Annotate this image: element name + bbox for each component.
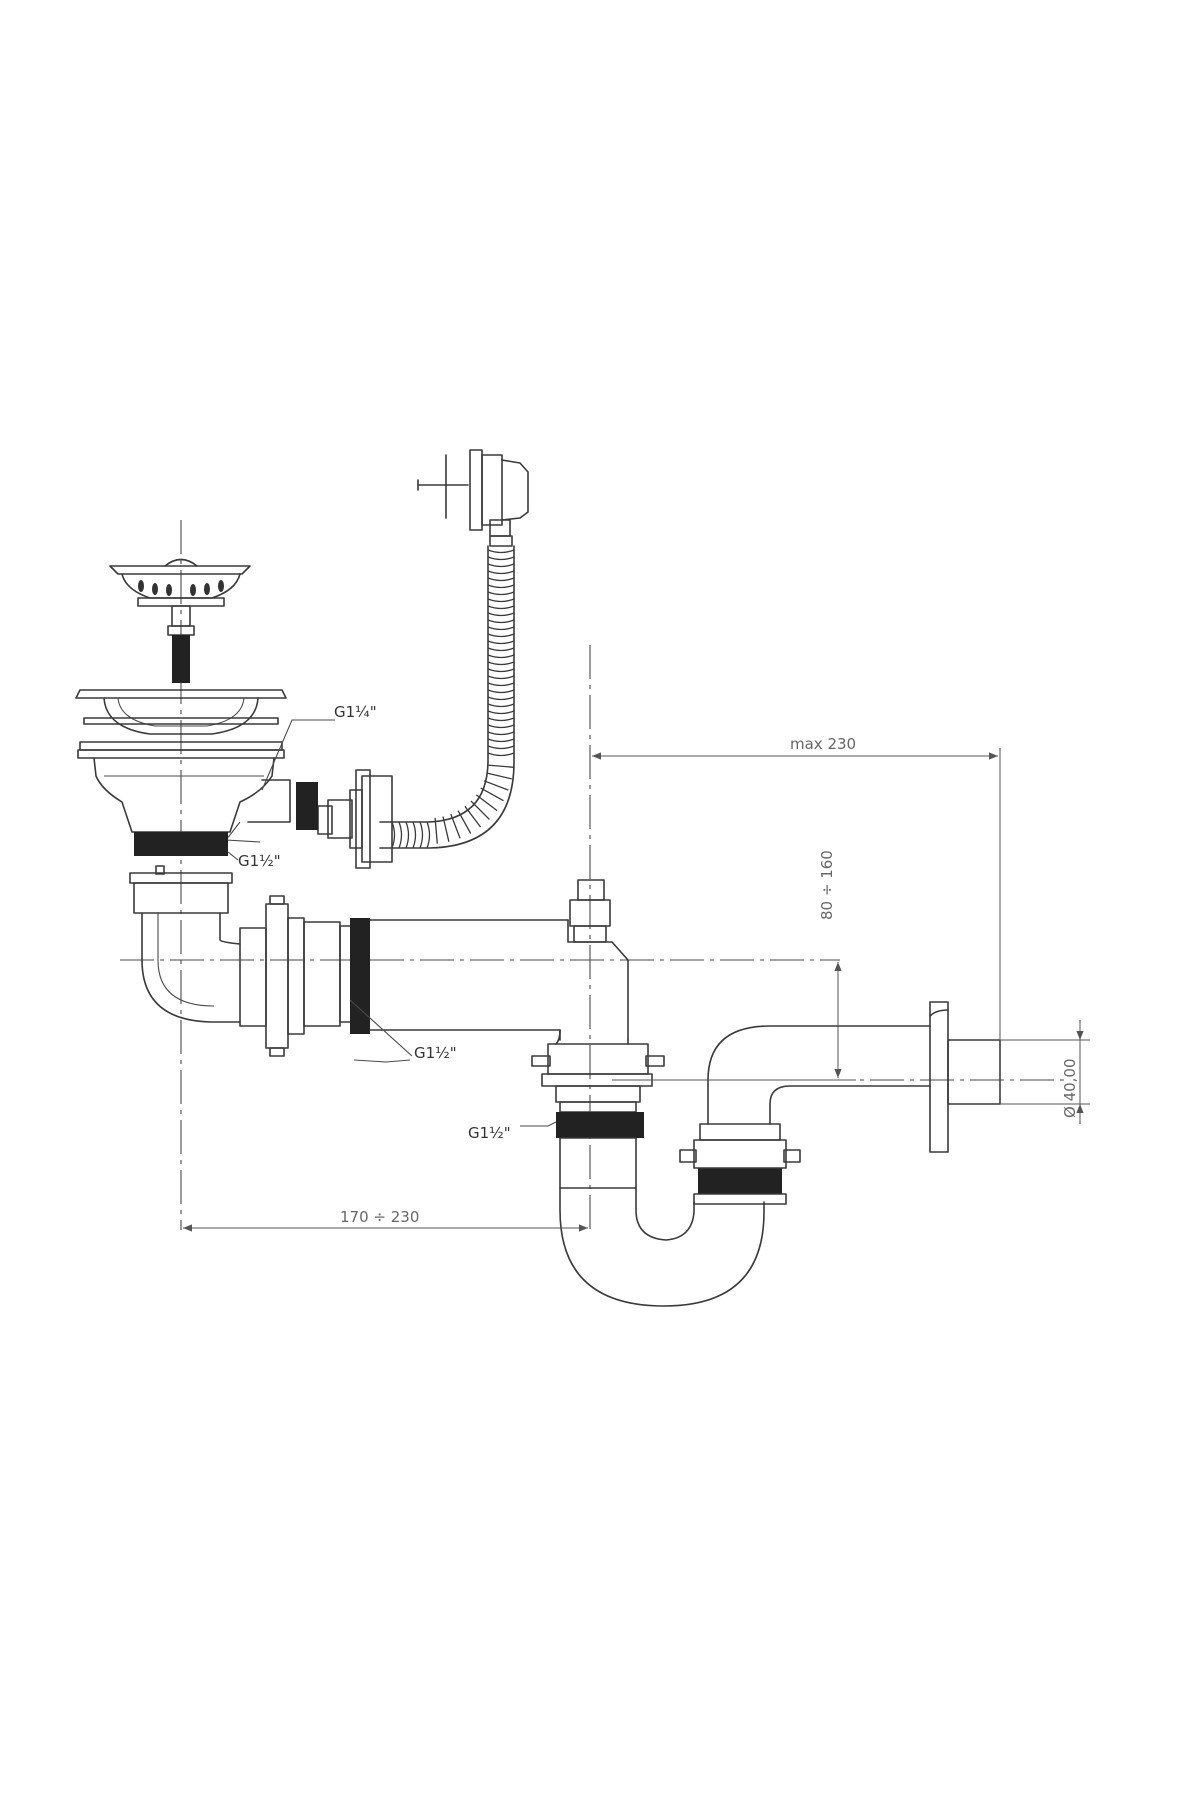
hose-ring xyxy=(487,556,515,561)
hose-ring xyxy=(487,570,515,575)
hose-ring xyxy=(419,821,424,849)
outlet-thread-block xyxy=(134,832,228,856)
hose-ring xyxy=(487,764,514,768)
hose-ring xyxy=(487,731,515,736)
hose-ring xyxy=(487,647,515,652)
hose-ring xyxy=(405,821,410,849)
hose-ring xyxy=(487,703,515,708)
dim-text-80-160: 80 ÷ 160 xyxy=(818,850,836,920)
hose-ring xyxy=(487,577,515,582)
horizontal-arm xyxy=(350,918,569,1034)
hose-ring xyxy=(487,612,515,617)
hose-ring xyxy=(487,752,515,757)
hose-ring xyxy=(487,661,515,666)
overflow-hose xyxy=(379,545,515,849)
dimension-max-230 xyxy=(592,748,1001,1040)
hose-ring xyxy=(487,745,515,750)
hose-ring xyxy=(434,817,438,844)
dimension-80-160 xyxy=(612,962,856,1081)
trap-column xyxy=(531,879,665,1189)
hose-ring xyxy=(426,821,431,849)
hose-ring xyxy=(487,626,515,631)
stem-thread xyxy=(172,635,190,683)
hose-ring xyxy=(480,787,504,802)
basket-slots xyxy=(138,580,224,596)
overflow-assembly xyxy=(417,449,529,547)
hose-ring xyxy=(487,696,515,701)
dim-text-diameter-40: Ø 40,00 xyxy=(1061,1058,1079,1118)
hose-ring xyxy=(486,772,512,780)
hose-ring xyxy=(487,549,515,554)
label-basket-thread: G1¼" xyxy=(334,703,377,721)
hose-ring xyxy=(464,805,482,828)
arm-nut xyxy=(239,895,359,1057)
basket-elbow-pipe xyxy=(141,912,241,1023)
dim-text-170-230: 170 ÷ 230 xyxy=(340,1208,419,1226)
hose-ring xyxy=(470,800,490,820)
hose-ring xyxy=(398,821,403,849)
hose-ring xyxy=(487,710,515,715)
hose-ring xyxy=(475,794,498,812)
hose-ring xyxy=(487,640,515,645)
label-leaders xyxy=(227,719,557,1127)
label-basket-outlet-thread: G1½" xyxy=(238,852,281,870)
basket-strainer-plug xyxy=(109,558,251,683)
dim-text-max-230: max 230 xyxy=(790,735,856,753)
hose-ring xyxy=(487,563,515,568)
hose-ring xyxy=(487,598,515,603)
hose-ring xyxy=(487,689,515,694)
dimension-diameter-40 xyxy=(1000,1020,1090,1124)
hose-ring xyxy=(450,813,461,839)
label-trap-thread: G1½" xyxy=(468,1124,511,1142)
hose-ring xyxy=(487,724,515,729)
hose-ring xyxy=(487,654,515,659)
u-bend xyxy=(559,1187,765,1307)
hose-ring xyxy=(487,675,515,680)
hose-ring xyxy=(483,780,509,791)
sink-flange-body xyxy=(75,689,291,914)
hose-ring xyxy=(487,633,515,638)
hose-ring xyxy=(412,821,417,849)
overflow-connector xyxy=(296,769,393,869)
hose-ring xyxy=(457,810,472,834)
hose-ring xyxy=(487,738,515,743)
outlet-elbow xyxy=(707,1001,1001,1153)
hose-ring xyxy=(487,591,515,596)
hose-ring xyxy=(487,584,515,589)
label-arm-thread: G1½" xyxy=(414,1044,457,1062)
hose-ring xyxy=(487,668,515,673)
hose-ring xyxy=(442,816,450,842)
hose-ring xyxy=(487,717,515,722)
hose-ring xyxy=(487,619,515,624)
hose-ring xyxy=(487,605,515,610)
riser-nut xyxy=(679,1123,801,1205)
hose-ring xyxy=(487,682,515,687)
